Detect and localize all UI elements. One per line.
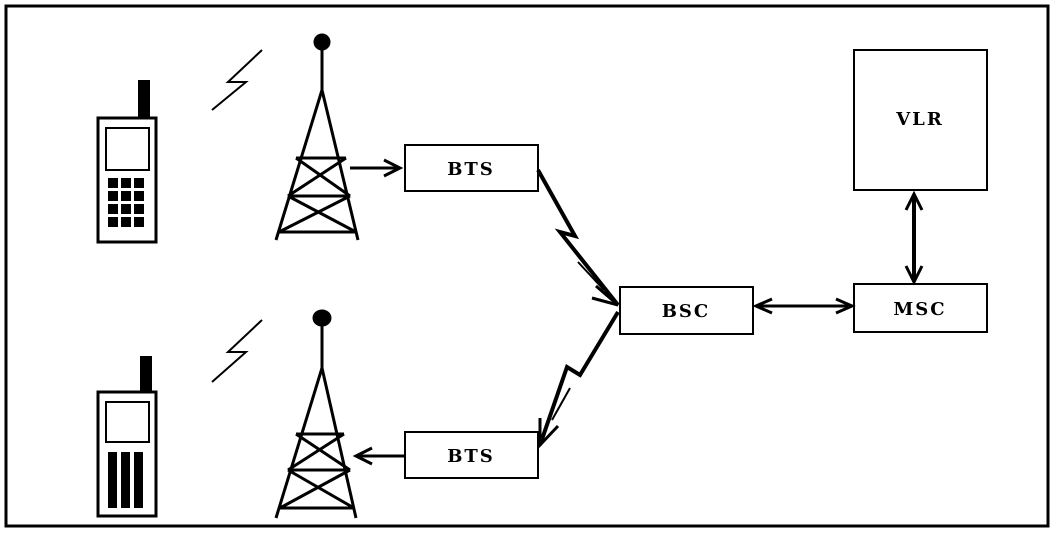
arrow-tower-to-bts [350,158,404,178]
arrow-msc-vlr [904,190,924,286]
bsc-label: BSC [662,301,711,322]
bts-bottom-box [404,431,539,479]
arrow-bsc-to-bts-bottom [538,310,620,449]
msc-label: MSC [893,299,946,320]
vlr-label: VLR [895,109,944,130]
bsc-box [619,286,754,335]
arrow-bsc-msc [752,297,856,315]
vlr-box [853,49,988,191]
lightning-signal-icon [211,49,263,111]
msc-box [853,283,988,333]
arrow-bts-top-to-bsc [536,169,620,307]
mobile-phone-icon [96,356,158,518]
lightning-signal-icon [211,319,263,383]
diagram-frame [4,4,1050,528]
arrow-bts-to-tower [352,446,405,466]
cell-tower-icon [274,309,358,519]
bts-top-box [404,144,539,192]
bts-top-label: BTS [447,159,495,180]
bts-bottom-label: BTS [447,446,495,467]
mobile-phone-icon [96,80,158,244]
cell-tower-icon [274,33,360,241]
